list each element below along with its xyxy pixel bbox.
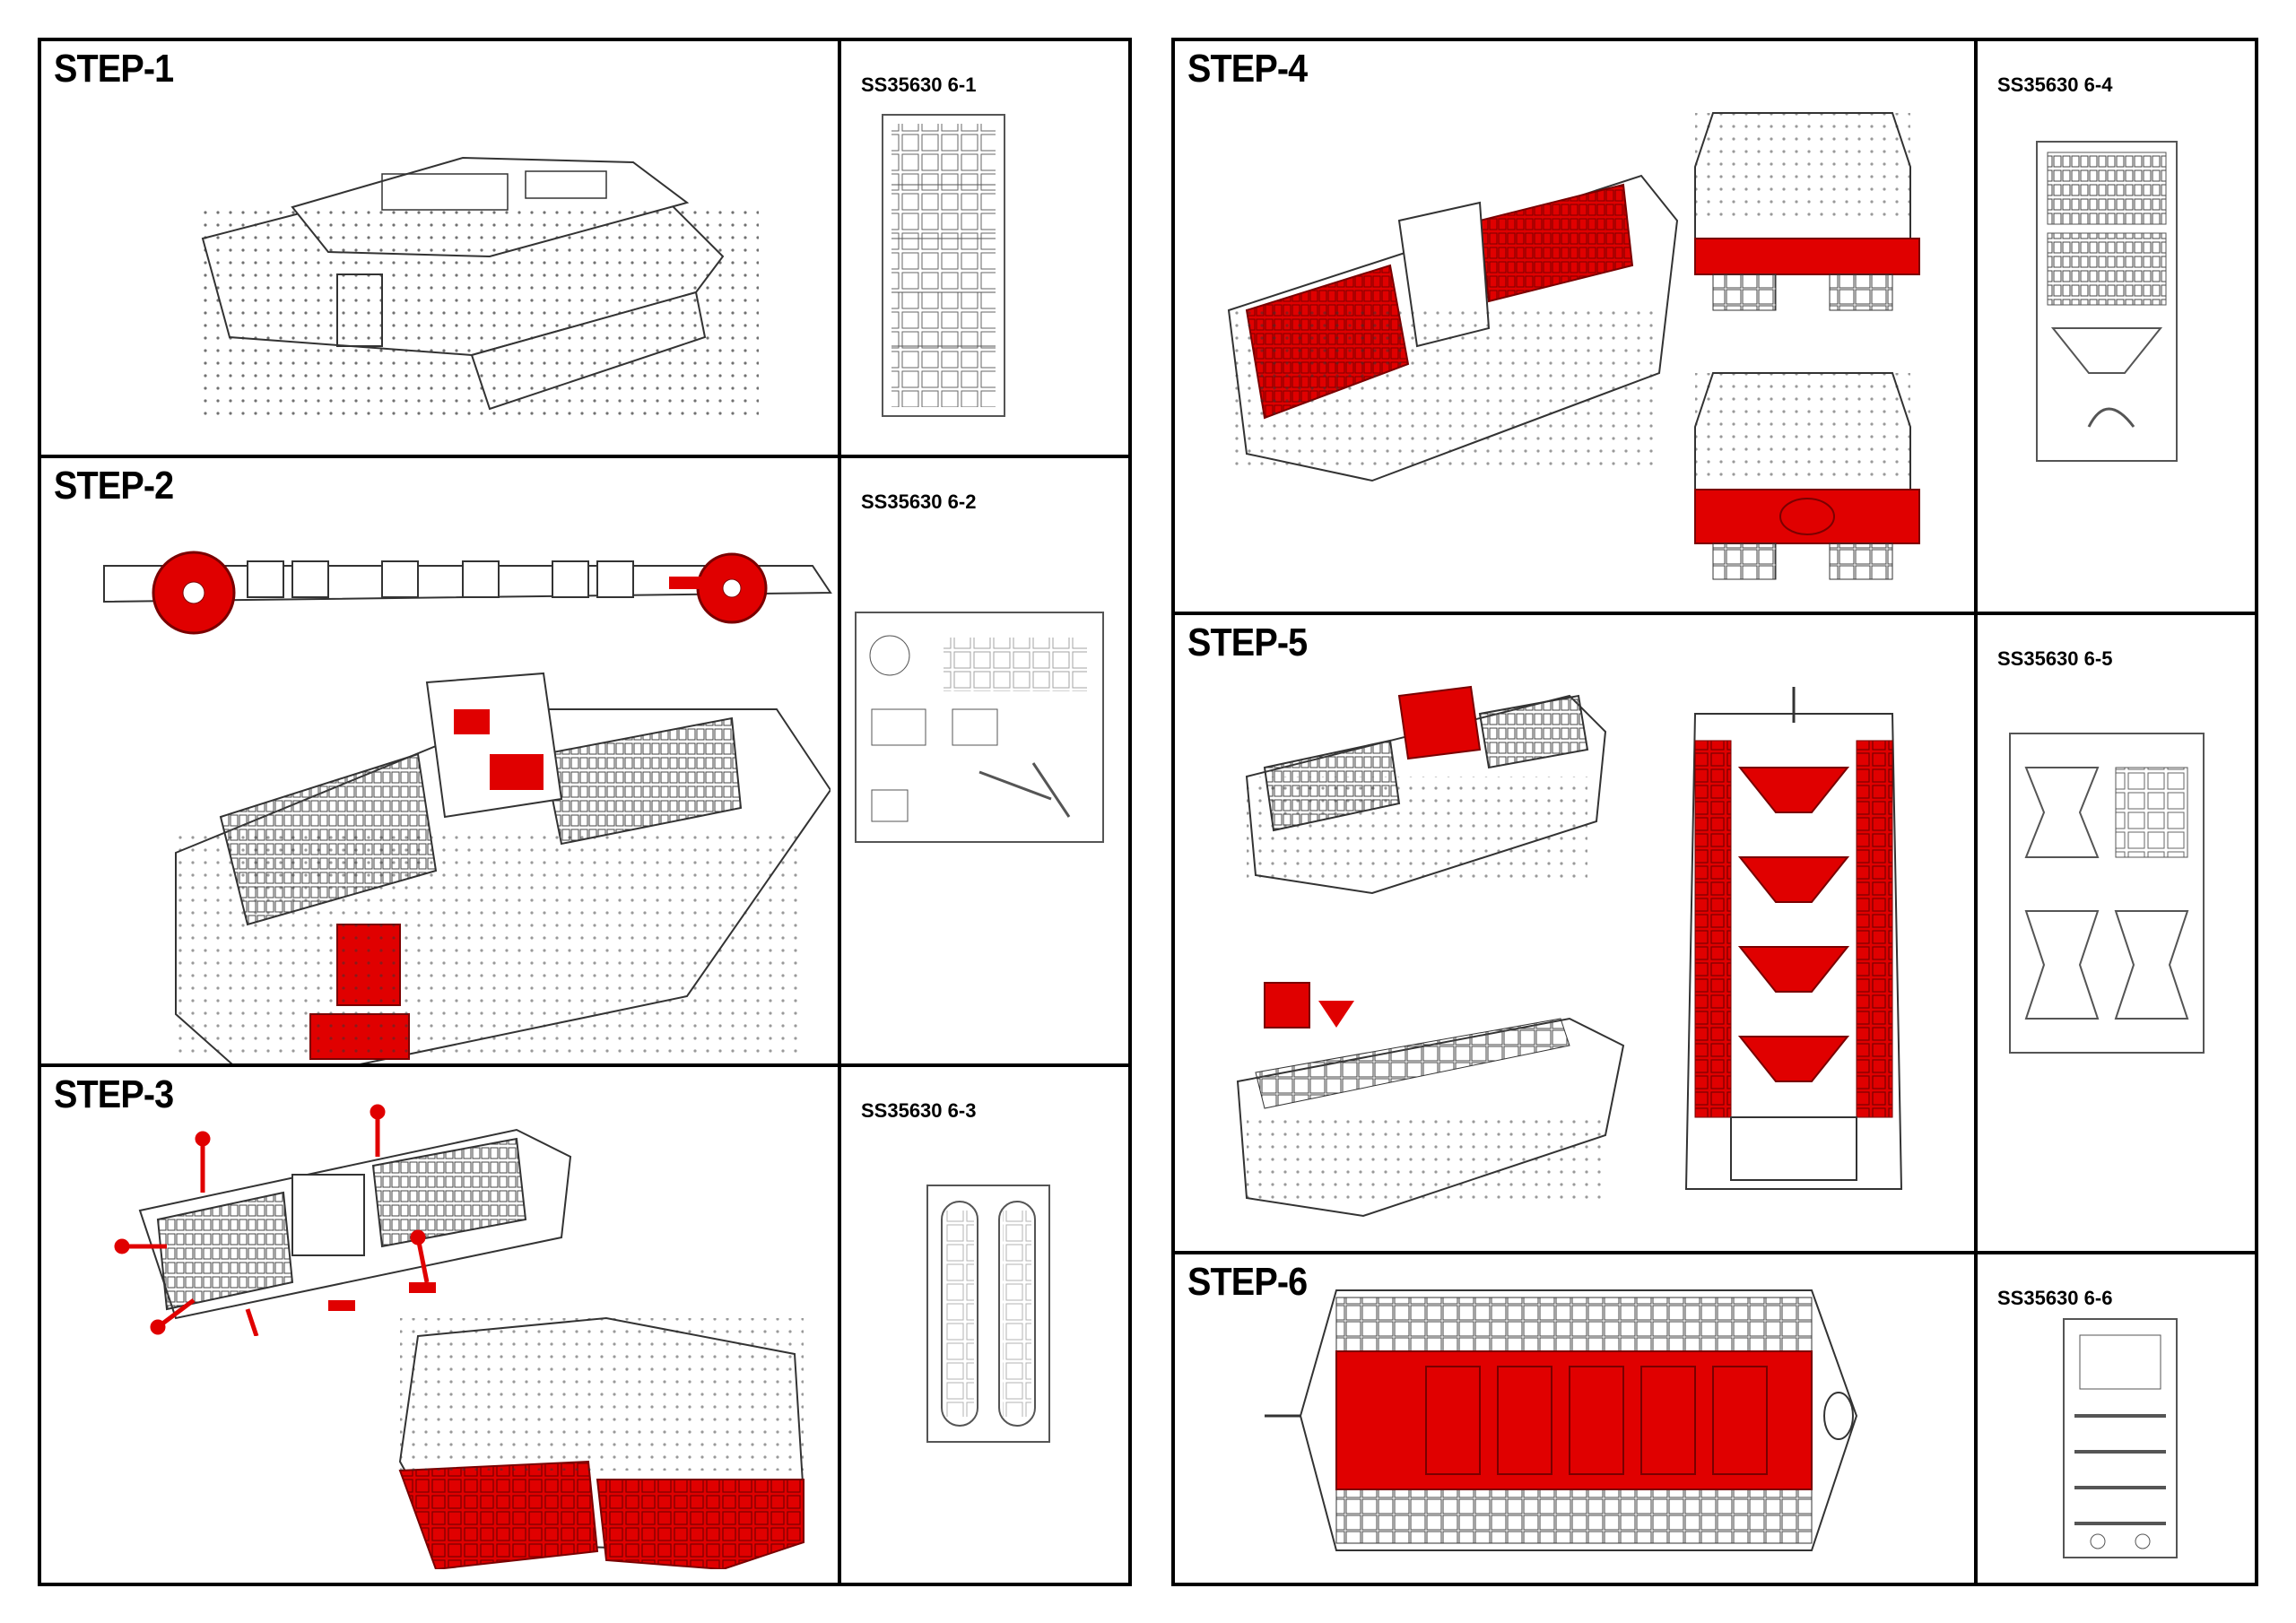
step-2-panel: STEP-2 [38,455,841,1067]
step-4-fret-code: SS35630 6-4 [1997,74,2113,96]
step-6-photo-etch-fret [2063,1318,2178,1558]
step-4-fret-panel: SS35630 6-4 [1974,38,2258,615]
step-2-photo-etch-fret [855,612,1104,843]
step-2-fret-panel: SS35630 6-2 [838,455,1132,1067]
step-6-title: STEP-6 [1187,1260,1308,1304]
step-6-fret-panel: SS35630 6-6 [1974,1251,2258,1586]
step-5-fret-panel: SS35630 6-5 [1974,612,2258,1254]
step-4-title: STEP-4 [1187,47,1308,91]
step-1-fret-code: SS35630 6-1 [861,74,977,96]
step-2-hull-illustration [175,672,831,1063]
step-6-underside-illustration [1265,1289,1858,1551]
step-4-photo-etch-fret [2036,141,2178,462]
step-3-title: STEP-3 [54,1072,174,1116]
step-1-hull-illustration [201,156,759,418]
step-3-hull-top-illustration [114,1104,572,1336]
step-5-underside-illustration [1684,687,1903,1190]
step-4-hull-illustration [1227,174,1679,482]
step-1-title: STEP-1 [54,47,174,91]
step-1-photo-etch-fret [882,114,1005,417]
step-5-title: STEP-5 [1187,621,1308,664]
step-6-fret-code: SS35630 6-6 [1997,1287,2113,1309]
step-6-panel: STEP-6 [1171,1251,1978,1586]
step-2-running-gear-illustration [103,551,832,635]
step-4-panel: STEP-4 [1171,38,1978,615]
step-4-hull-rear-illustration [1694,372,1920,580]
step-5-panel: STEP-5 [1171,612,1978,1254]
step-5-fret-code: SS35630 6-5 [1997,647,2113,670]
step-3-photo-etch-fret [926,1185,1050,1443]
step-1-fret-panel: SS35630 6-1 [838,38,1132,458]
step-2-fret-code: SS35630 6-2 [861,490,977,513]
step-3-hull-underside-illustration [398,1316,805,1569]
step-5-photo-etch-fret [2009,733,2205,1054]
step-3-panel: STEP-3 [38,1063,841,1586]
step-5-chassis-illustration [1236,982,1625,1218]
step-4-hull-front-illustration [1694,112,1920,311]
step-1-panel: STEP-1 [38,38,841,458]
step-5-hull-illustration [1245,685,1607,895]
step-2-title: STEP-2 [54,464,174,508]
step-3-fret-panel: SS35630 6-3 [838,1063,1132,1586]
step-3-fret-code: SS35630 6-3 [861,1099,977,1122]
